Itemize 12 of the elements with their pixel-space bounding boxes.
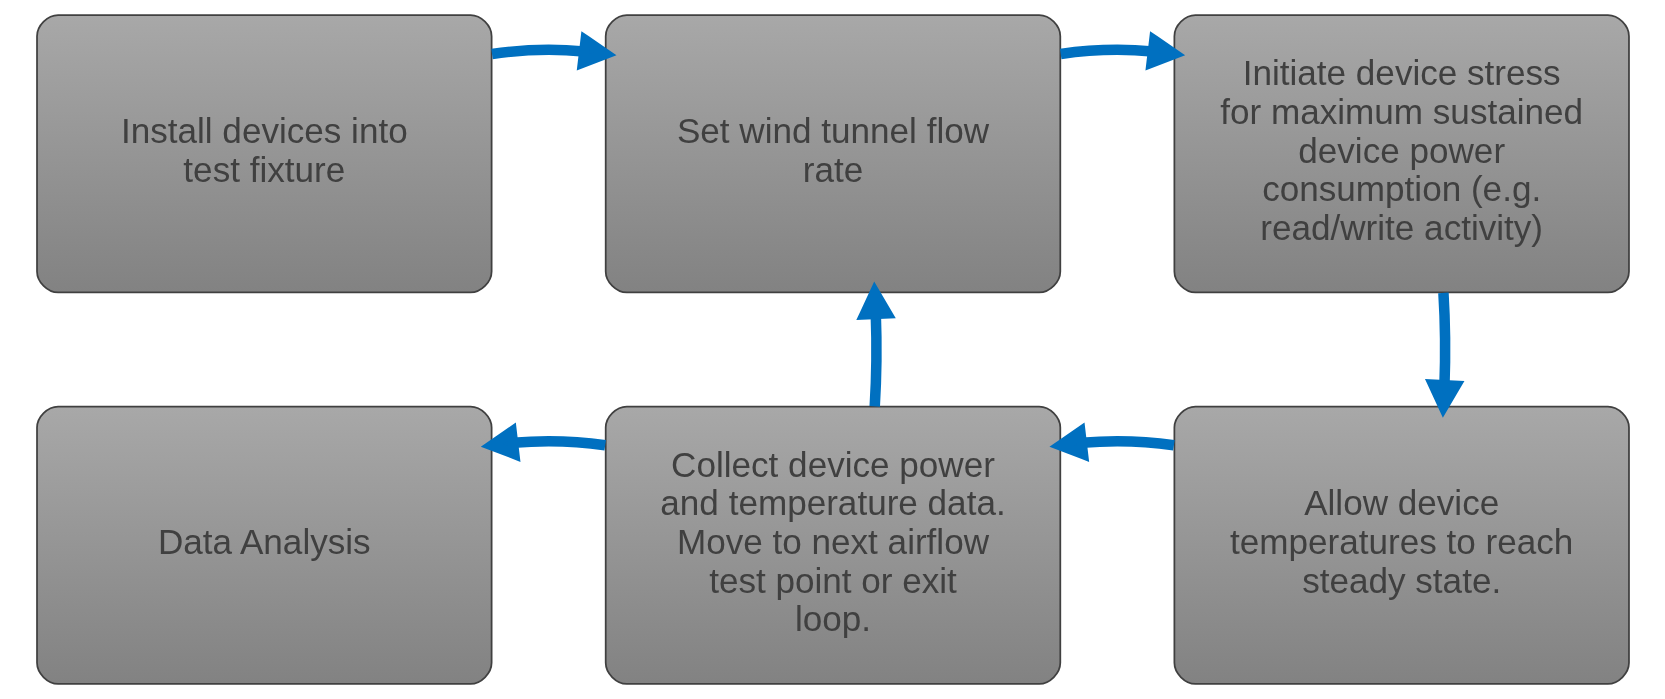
arrow (1048, 422, 1175, 462)
arrow (1059, 31, 1185, 71)
node-box: Data Analysis (35, 405, 492, 685)
arrow (480, 422, 606, 462)
arrow (855, 281, 896, 407)
node-box: Set wind tunnel flow rate (604, 14, 1061, 294)
node-box: Allow device temperatures to reach steady state. (1173, 405, 1630, 685)
node-box: Install devices into test fixture (35, 14, 492, 294)
node-box: Initiate device stress for maximum sustained device power consumption (e.g. read/write activity) (1173, 14, 1630, 294)
arrow (1424, 292, 1464, 418)
node-box: Collect device power and temperature data. Move to next airflow test point or exit loop. (604, 405, 1061, 685)
arrow (490, 31, 616, 71)
